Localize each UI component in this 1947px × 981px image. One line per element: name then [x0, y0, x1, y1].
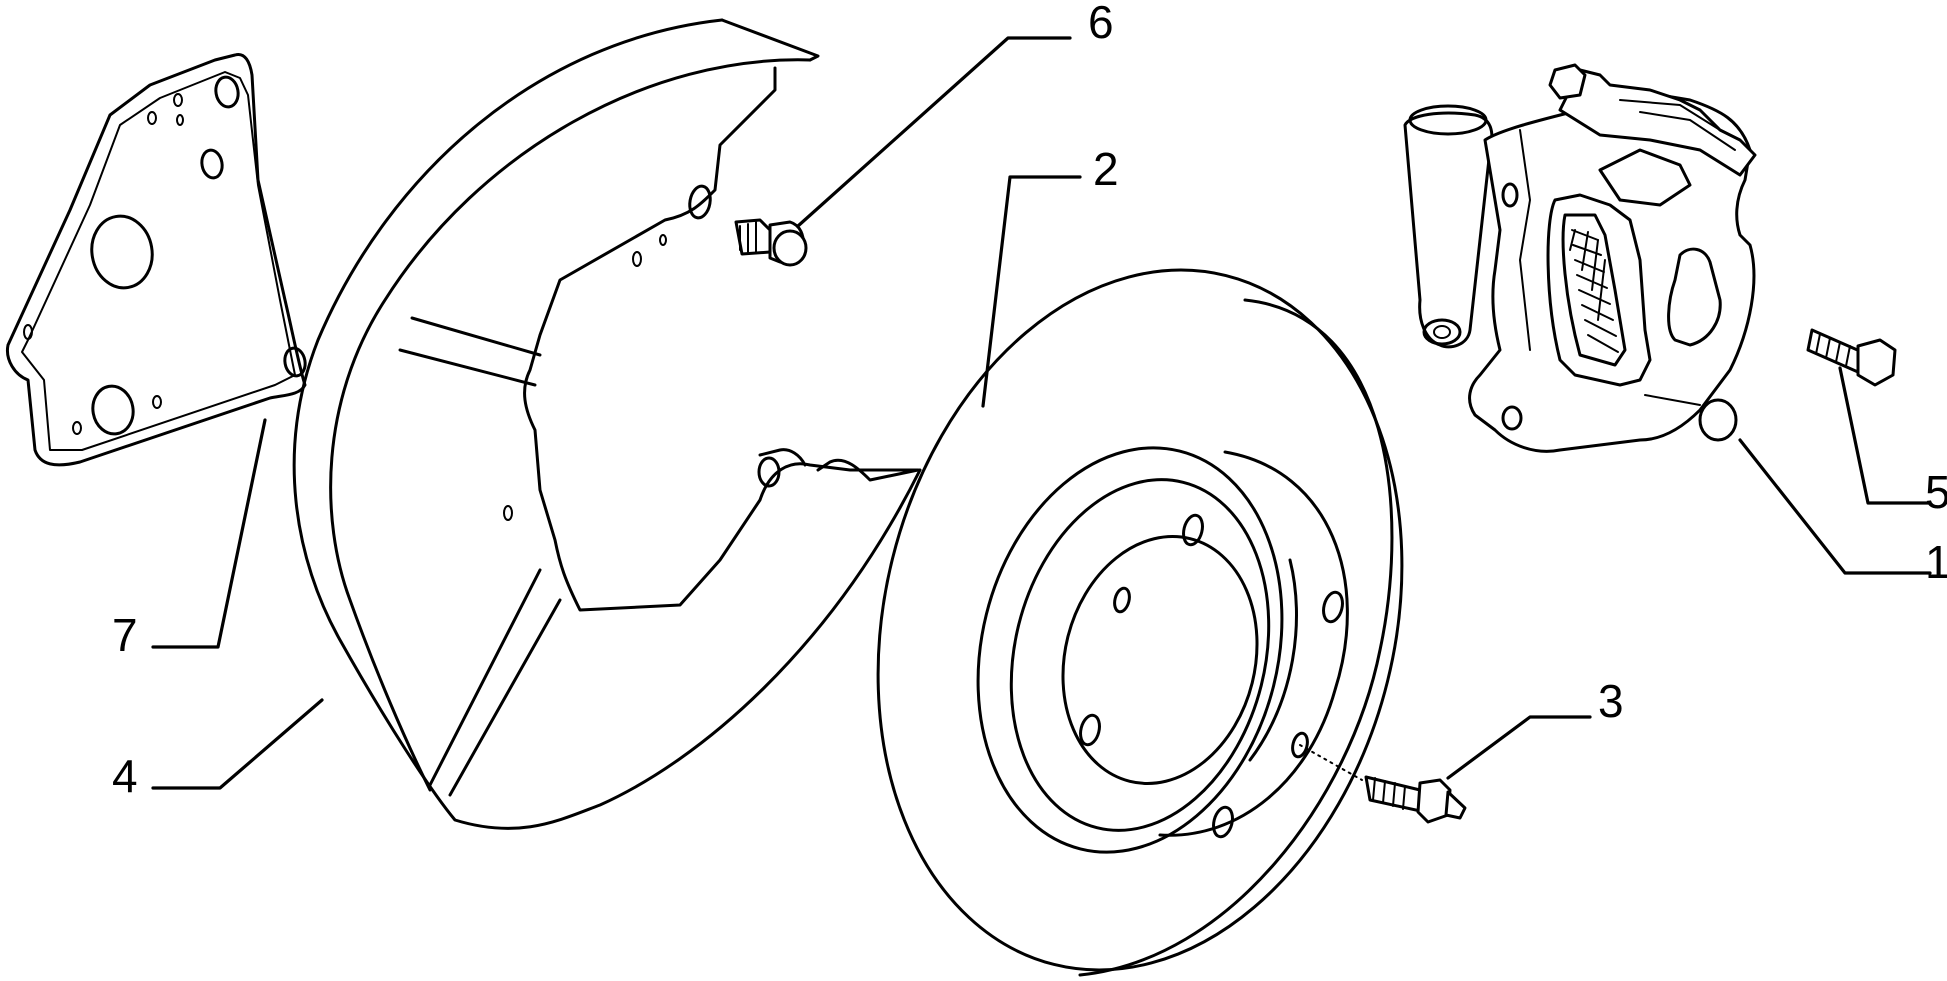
caliper-part [1403, 63, 1757, 453]
leader-5 [1838, 366, 1932, 505]
callout-5: 5 [1925, 466, 1947, 518]
leader-lines [151, 36, 1932, 790]
leader-7 [151, 418, 267, 649]
brake-disc-part [876, 268, 1404, 977]
callout-4: 4 [112, 750, 138, 802]
callout-3: 3 [1598, 675, 1624, 727]
callout-7: 7 [112, 609, 138, 661]
caliper-bolt-part [1806, 328, 1897, 387]
leader-6 [796, 36, 1072, 228]
leader-2 [981, 175, 1082, 408]
callout-2: 2 [1093, 143, 1119, 195]
leader-3 [1446, 715, 1592, 780]
dust-shield-part [292, 18, 922, 830]
callout-1: 1 [1925, 536, 1947, 588]
leader-1 [1738, 438, 1932, 575]
mounting-plate-part [5, 52, 307, 467]
callout-labels: 1 2 3 4 5 6 7 [112, 0, 1947, 802]
callout-6: 6 [1088, 0, 1114, 48]
leader-4 [151, 698, 324, 790]
shield-bolt-part [734, 218, 808, 267]
disc-screw-part [1299, 744, 1467, 824]
